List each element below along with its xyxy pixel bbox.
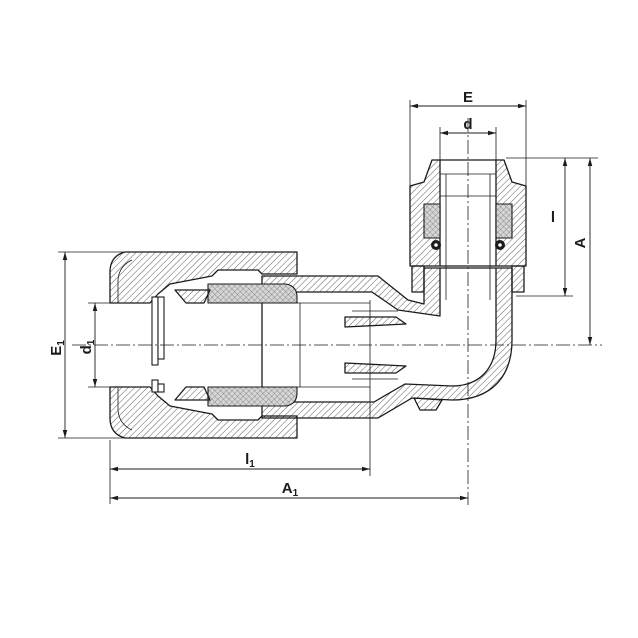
insert-fin-lower <box>344 362 407 374</box>
label-A1-symbol: A <box>282 480 293 497</box>
label-A: A <box>572 237 589 248</box>
grip-ring-right <box>495 203 513 239</box>
label-E1-subscript: 1 <box>56 340 67 346</box>
label-l1: l1 <box>245 451 255 470</box>
label-d1: d1 <box>78 339 97 354</box>
left-nut-face-chamfer-upper <box>117 259 133 303</box>
label-l: l <box>551 209 555 226</box>
label-A1: A1 <box>282 480 299 499</box>
top-nut-skirt-left <box>411 265 425 293</box>
o-ring-left-core <box>434 243 438 247</box>
label-E-symbol: E <box>463 89 473 106</box>
label-E1-symbol: E <box>48 346 65 356</box>
grip-ring-lower <box>207 386 298 407</box>
label-d1-subscript: 1 <box>86 339 97 345</box>
release-collar-bar <box>151 379 159 393</box>
o-ring-right-core <box>498 243 502 247</box>
label-d1-symbol: d <box>78 345 95 354</box>
insert-fin-upper <box>344 316 407 328</box>
label-d-symbol: d <box>463 116 472 133</box>
top-nut-skirt-right <box>511 265 525 293</box>
left-nut-face-chamfer-lower <box>117 387 133 431</box>
grip-ring-upper <box>207 283 298 304</box>
label-A-symbol: A <box>572 237 589 248</box>
release-collar-bar <box>157 296 165 360</box>
left-nut-lower-section <box>109 386 298 439</box>
left-nut-upper-section <box>109 251 298 304</box>
label-l-symbol: l <box>551 209 555 226</box>
body-foot <box>413 397 443 411</box>
label-E1: E1 <box>48 340 67 356</box>
label-l1-symbol: l <box>245 451 249 468</box>
seal-lower <box>174 386 211 401</box>
release-collar-bar <box>157 383 165 393</box>
label-l1-subscript: 1 <box>249 459 255 470</box>
label-A1-subscript: 1 <box>293 488 299 499</box>
label-d: d <box>463 116 472 133</box>
label-E: E <box>463 89 473 106</box>
seal-upper <box>174 289 211 304</box>
release-collar-bar <box>151 296 159 366</box>
grip-ring-left <box>423 203 441 239</box>
